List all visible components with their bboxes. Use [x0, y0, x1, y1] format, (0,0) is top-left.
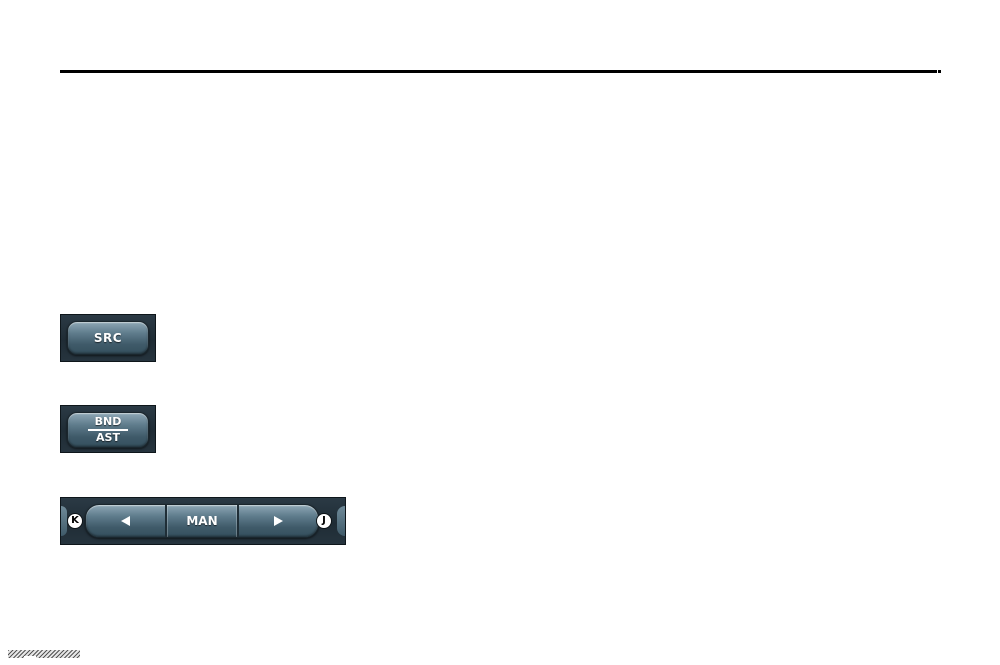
ast-label: AST — [96, 431, 120, 444]
top-rule — [60, 70, 937, 73]
callout-badge-k: K — [67, 513, 83, 529]
adjacent-button-edge-left — [61, 506, 67, 536]
man-label: MAN — [186, 514, 218, 528]
left-triangle-icon — [121, 516, 130, 526]
right-triangle-icon — [274, 516, 283, 526]
tuning-strip-panel: MAN K J — [60, 497, 346, 545]
src-button[interactable]: SRC — [67, 321, 149, 355]
manual-tune-button[interactable]: MAN — [165, 505, 239, 537]
tune-down-button[interactable] — [86, 505, 165, 537]
bnd-label: BND — [88, 416, 128, 431]
hatched-page-mark — [8, 650, 80, 658]
hatched-mark-gap — [24, 656, 36, 658]
tune-up-button[interactable] — [239, 505, 318, 537]
bnd-ast-button[interactable]: BND AST — [67, 412, 149, 448]
src-button-label: SRC — [93, 331, 123, 345]
tuning-rocker: MAN — [85, 504, 319, 538]
src-button-panel: SRC — [60, 314, 156, 362]
rule-end-dot — [938, 70, 941, 73]
bnd-ast-button-panel: BND AST — [60, 405, 156, 453]
adjacent-button-edge-right — [337, 506, 345, 536]
callout-badge-j: J — [316, 513, 332, 529]
